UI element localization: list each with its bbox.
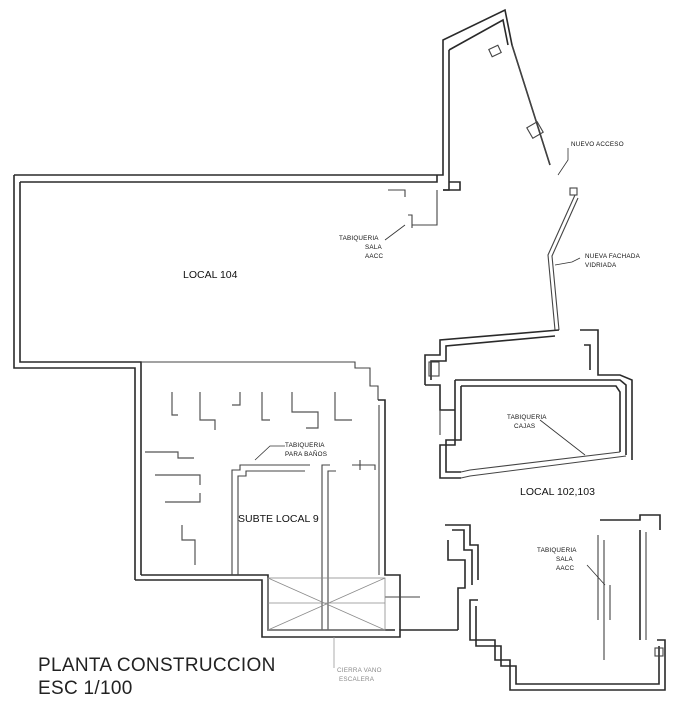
note-tabiqueria-sala-aacc-1-line1: TABIQUERIA	[339, 235, 379, 242]
se-west-inner	[452, 529, 473, 585]
se-south-inner-wall	[475, 606, 660, 685]
drawing-scale: ESC 1/100	[38, 678, 133, 699]
stair-void-outline	[267, 577, 386, 631]
banos-partition-a	[231, 464, 310, 575]
southeast-local-walls	[445, 514, 666, 691]
cajas-partition-outer	[460, 455, 627, 479]
stair-void-diagonal-b	[267, 577, 386, 631]
note-cierra-vano-line1: CIERRA VANO	[337, 667, 382, 674]
local-102-north-inner-wall	[461, 385, 621, 452]
local-104-walls	[13, 8, 578, 580]
leader-sala-aacc-2	[586, 564, 606, 586]
banos-partition-a-inner	[237, 470, 305, 575]
local-102-west-inner-wall	[445, 386, 462, 473]
local-104-column	[443, 181, 461, 191]
se-south-wall	[469, 599, 666, 691]
leader-banos	[254, 445, 285, 461]
note-tabiqueria-sala-aacc-2-line1: TABIQUERIA	[537, 547, 577, 554]
note-tabiqueria-sala-aacc-1-line2: SALA	[365, 244, 383, 251]
se-north-wall	[600, 514, 661, 530]
local-102-east-wall	[580, 329, 633, 460]
facade-segment-south	[547, 194, 576, 331]
local-104-north-inner-wall	[20, 175, 438, 183]
leader-cajas	[539, 419, 586, 456]
local-104-south-wall	[141, 361, 379, 400]
subte-south-wall	[135, 579, 458, 638]
partition-6	[334, 392, 352, 421]
se-column	[654, 647, 664, 657]
banos-partition-c	[352, 464, 376, 470]
column-mid	[526, 121, 544, 139]
se-west-wall	[447, 540, 466, 630]
note-nuevo-acceso: NUEVO ACCESO	[571, 141, 624, 148]
corridor-walls	[424, 329, 633, 460]
room-label-local-104: LOCAL 104	[183, 269, 238, 281]
banos-partition-b	[321, 464, 330, 630]
note-tabiqueria-banos-line2: PARA BAÑOS	[285, 449, 327, 458]
column-access	[569, 187, 578, 196]
local-102-west-wall	[439, 380, 461, 479]
note-tabiqueria-cajas-line2: CAJAS	[514, 423, 535, 430]
partition-4	[261, 392, 270, 421]
local-104-west-wall	[13, 175, 136, 580]
room-label-local-102-103: LOCAL 102,103	[520, 486, 595, 498]
corridor-north-wall	[424, 329, 560, 385]
se-west-step	[445, 524, 479, 580]
local-104-east-jamb	[443, 50, 450, 191]
note-tabiqueria-banos-line1: TABIQUERIA	[285, 442, 325, 449]
partition-9	[165, 493, 201, 503]
partition-10	[181, 525, 196, 565]
column-north	[488, 44, 502, 58]
partition-2	[199, 392, 216, 430]
leader-sala-aacc-1	[384, 224, 406, 241]
banos-partition-b-inner	[327, 470, 336, 630]
note-tabiqueria-sala-aacc-1-line3: AACC	[365, 253, 384, 260]
drawing-title: PLANTA CONSTRUCCION	[38, 655, 276, 676]
corridor-column	[428, 361, 440, 377]
local-102-north-wall	[455, 379, 627, 455]
partition-3	[232, 392, 241, 406]
local-104-west-inner-wall	[19, 182, 142, 575]
local-102-east-jamb	[584, 344, 591, 370]
sala-aacc-partition-b	[408, 214, 413, 228]
local-104-northeast-wall	[448, 18, 509, 51]
local-104-north-wall	[14, 8, 551, 176]
new-glazed-facade	[511, 44, 579, 331]
local-102-103-walls	[439, 379, 627, 479]
leader-nuevo-acceso	[557, 148, 569, 176]
facade-segment-south-inner	[551, 197, 579, 331]
subte-east-wall	[378, 399, 401, 630]
note-cierra-vano-line2: ESCALERA	[339, 676, 375, 683]
sala-aacc-wall	[412, 190, 438, 226]
note-nueva-fachada-line2: VIDRIADA	[585, 262, 617, 269]
note-tabiqueria-sala-aacc-2-line3: AACC	[556, 565, 575, 572]
partition-5	[291, 392, 319, 429]
facade-segment-north	[511, 44, 551, 166]
partition-7	[145, 451, 194, 459]
annotation-leaders	[254, 148, 606, 668]
corridor-north-inner-wall	[430, 335, 556, 380]
partition-1	[171, 392, 178, 416]
leader-nueva-fachada	[554, 257, 581, 266]
note-nueva-fachada-line1: NUEVA FACHADA	[585, 253, 641, 260]
stair-void	[267, 577, 386, 631]
partition-8	[155, 474, 201, 485]
room-label-subte-local-9: SUBTE LOCAL 9	[238, 513, 319, 525]
corridor-step	[425, 384, 455, 411]
sala-aacc-partition-a	[388, 189, 406, 197]
note-tabiqueria-cajas-line1: TABIQUERIA	[507, 414, 547, 421]
note-tabiqueria-sala-aacc-2-line2: SALA	[556, 556, 574, 563]
cajas-partition	[460, 451, 621, 473]
